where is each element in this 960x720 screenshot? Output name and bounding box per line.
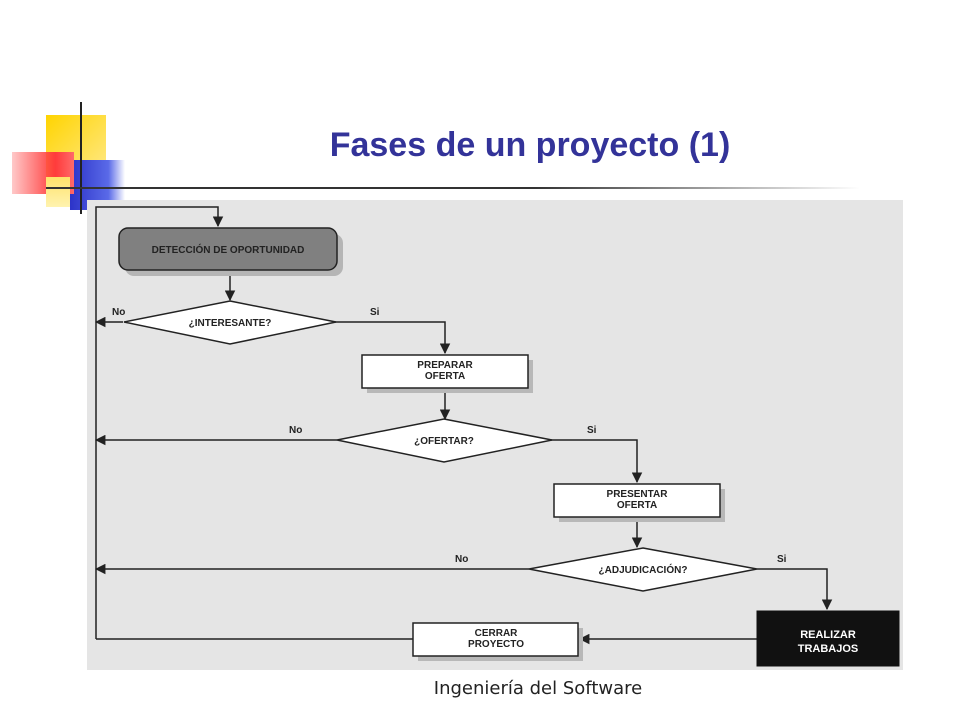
decision-adjudicacion: ¿ADJUDICACIÓN?	[528, 547, 758, 592]
flowchart-canvas: DETECCIÓN DE OPORTUNIDAD ¿INTERESANTE? P…	[94, 206, 900, 667]
edge-ofertar-si	[551, 439, 643, 484]
decision-shape	[123, 300, 337, 345]
node-preparar-label-2: OFERTA	[425, 371, 465, 382]
node-box	[118, 227, 338, 271]
flowchart: DETECCIÓN DE OPORTUNIDAD ¿INTERESANTE? P…	[87, 200, 903, 670]
node-realizar-trabajos: REALIZAR TRABAJOS	[756, 610, 900, 667]
node-box	[553, 483, 721, 518]
edge-label-no-adjudicacion: No	[455, 554, 468, 565]
decision-ofertar: ¿OFERTAR?	[336, 418, 553, 463]
decision-adjudicacion-label: ¿ADJUDICACIÓN?	[599, 563, 688, 576]
decision-shape	[336, 418, 553, 463]
node-deteccion-label: DETECCIÓN DE OPORTUNIDAD	[152, 243, 305, 256]
node-presentar-label-2: OFERTA	[617, 500, 657, 511]
node-presentar-label-1: PRESENTAR	[607, 489, 669, 500]
decor-vertical-line	[80, 102, 82, 214]
connectors	[94, 206, 833, 645]
decision-shape	[528, 547, 758, 592]
node-cerrar-label-1: CERRAR	[475, 628, 519, 639]
node-cerrar-label-2: PROYECTO	[468, 639, 524, 650]
node-realizar-label-1: REALIZAR	[800, 629, 856, 641]
node-box	[756, 610, 900, 667]
node-realizar-label-2: TRABAJOS	[798, 643, 859, 655]
decision-interesante: ¿INTERESANTE?	[123, 300, 337, 345]
decision-ofertar-label: ¿OFERTAR?	[414, 436, 474, 447]
edge-label-si-ofertar: Si	[587, 425, 597, 436]
edge-label-si-adjudicacion: Si	[777, 554, 787, 565]
edge-label-no-ofertar: No	[289, 425, 302, 436]
slide-title: Fases de un proyecto (1)	[329, 126, 731, 164]
edge-label-si-interesante: Si	[370, 307, 380, 318]
node-box	[361, 354, 529, 389]
slide-footer: Ingeniería del Software	[433, 678, 643, 699]
node-box	[412, 622, 579, 657]
decor-yellow-square-small	[46, 177, 70, 207]
node-presentar-oferta: PRESENTAR OFERTA	[553, 483, 725, 522]
node-preparar-label-1: PREPARAR	[417, 360, 473, 371]
decision-interesante-label: ¿INTERESANTE?	[189, 318, 272, 329]
edge-interesante-si	[335, 321, 451, 355]
edge-label-no-interesante: No	[112, 307, 125, 318]
node-preparar-oferta: PREPARAR OFERTA	[361, 354, 533, 393]
edge-adjudicacion-si	[757, 568, 833, 611]
title-rule	[46, 187, 860, 189]
node-deteccion: DETECCIÓN DE OPORTUNIDAD	[118, 227, 343, 276]
node-cerrar-proyecto: CERRAR PROYECTO	[412, 622, 583, 661]
loop-line	[95, 206, 224, 639]
